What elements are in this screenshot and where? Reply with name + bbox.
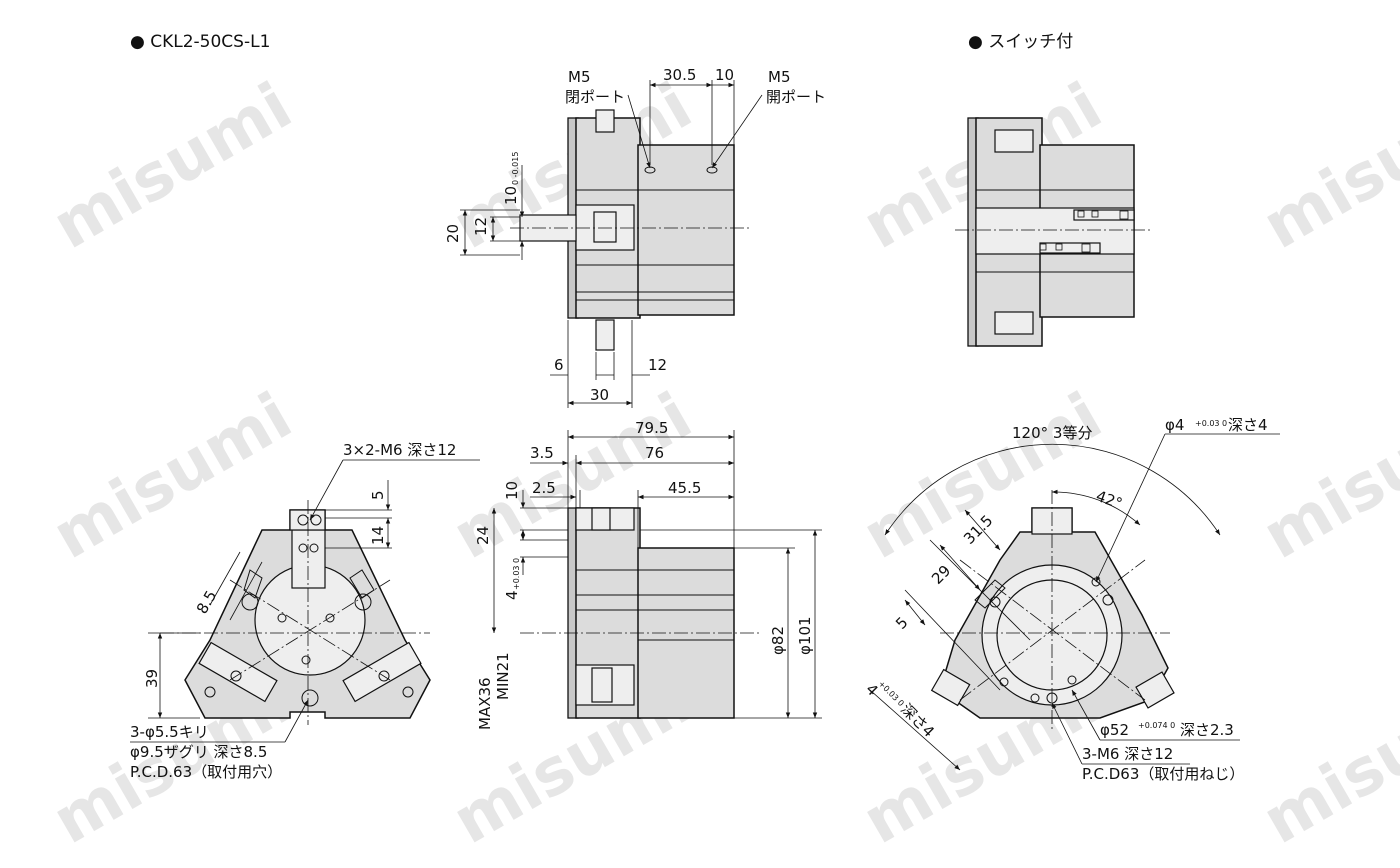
note-phi52-depth: 深さ2.3	[1180, 721, 1234, 739]
dim-42-deg: 42°	[1094, 487, 1125, 513]
dim-5-right: 5	[892, 613, 911, 632]
note-pcd-threads: P.C.D63（取付用ねじ）	[1082, 765, 1244, 783]
dim-29: 29	[928, 562, 954, 588]
note-drill: 3-φ5.5キリ	[130, 723, 209, 741]
tol-4-right: +0.03 0	[877, 679, 906, 708]
dim-76: 76	[645, 444, 664, 462]
dim-10-mid: 10	[503, 481, 521, 500]
port-right-sub: 開ポート	[766, 88, 826, 106]
tol-4-mid: +0.03 0	[512, 558, 521, 590]
side-view: 30.5 10 M5 閉ポート M5 開ポート 20 12 10 0 -0.01…	[444, 66, 826, 408]
note-phi4-depth: 深さ4	[1228, 416, 1268, 434]
dim-8-5: 8.5	[193, 587, 221, 617]
dim-3-5: 3.5	[530, 444, 554, 462]
dim-24: 24	[474, 526, 492, 545]
note-counterbore: φ9.5ザグリ 深さ8.5	[130, 743, 267, 761]
dim-79-5: 79.5	[635, 419, 668, 437]
dim-4-right-depth: 深さ4	[897, 700, 938, 741]
dim-14: 14	[369, 526, 387, 545]
note-phi52: φ52	[1100, 721, 1129, 739]
note-3-m6: 3-M6 深さ12	[1082, 745, 1173, 763]
dim-12-left: 12	[472, 217, 490, 236]
dim-min21: MIN21	[494, 652, 512, 700]
title-switch: ● スイッチ付	[968, 32, 1073, 52]
side-view-bottom: 79.5 76 3.5 2.5 45.5 10 24 4 +0.03 0 MAX…	[474, 419, 822, 730]
dim-phi82: φ82	[769, 626, 787, 655]
rear-view-right: 120° 3等分 42° φ4 +0.03 0 深さ4 31.5 29 5 4 …	[862, 416, 1280, 783]
watermark: misumi	[1251, 69, 1400, 264]
dim-30-5: 30.5	[663, 66, 696, 84]
title-main: ● CKL2-50CS-L1	[130, 32, 270, 52]
port-left-label: M5	[568, 68, 591, 86]
tol-phi4: +0.03 0	[1195, 419, 1227, 428]
tol-10: 0 -0.015	[511, 152, 520, 185]
dim-39: 39	[143, 669, 161, 688]
dim-10-tol: 10	[502, 186, 520, 205]
watermark: misumi	[41, 69, 304, 264]
switch-view	[955, 117, 1150, 347]
dim-12-bottom: 12	[648, 356, 667, 374]
dim-6: 6	[554, 356, 564, 374]
dim-10-top: 10	[715, 66, 734, 84]
watermark: misumi	[1251, 664, 1400, 859]
dim-phi101: φ101	[796, 616, 814, 655]
dim-30: 30	[590, 386, 609, 404]
dim-max36: MAX36	[476, 677, 494, 730]
note-3x2-m6: 3×2-M6 深さ12	[343, 441, 456, 459]
note-120-equal: 120° 3等分	[1012, 424, 1092, 442]
dim-2-5: 2.5	[532, 479, 556, 497]
note-pcd-holes: P.C.D.63（取付用穴）	[130, 763, 282, 781]
note-phi4: φ4	[1165, 416, 1184, 434]
dim-5-left: 5	[369, 490, 387, 500]
dim-20: 20	[444, 224, 462, 243]
tol-phi52: +0.074 0	[1138, 721, 1175, 730]
dim-4-mid: 4	[503, 590, 521, 600]
port-left-sub: 閉ポート	[565, 88, 625, 106]
watermark: misumi	[1251, 379, 1400, 574]
port-right-label: M5	[768, 68, 791, 86]
dim-45-5: 45.5	[668, 479, 701, 497]
